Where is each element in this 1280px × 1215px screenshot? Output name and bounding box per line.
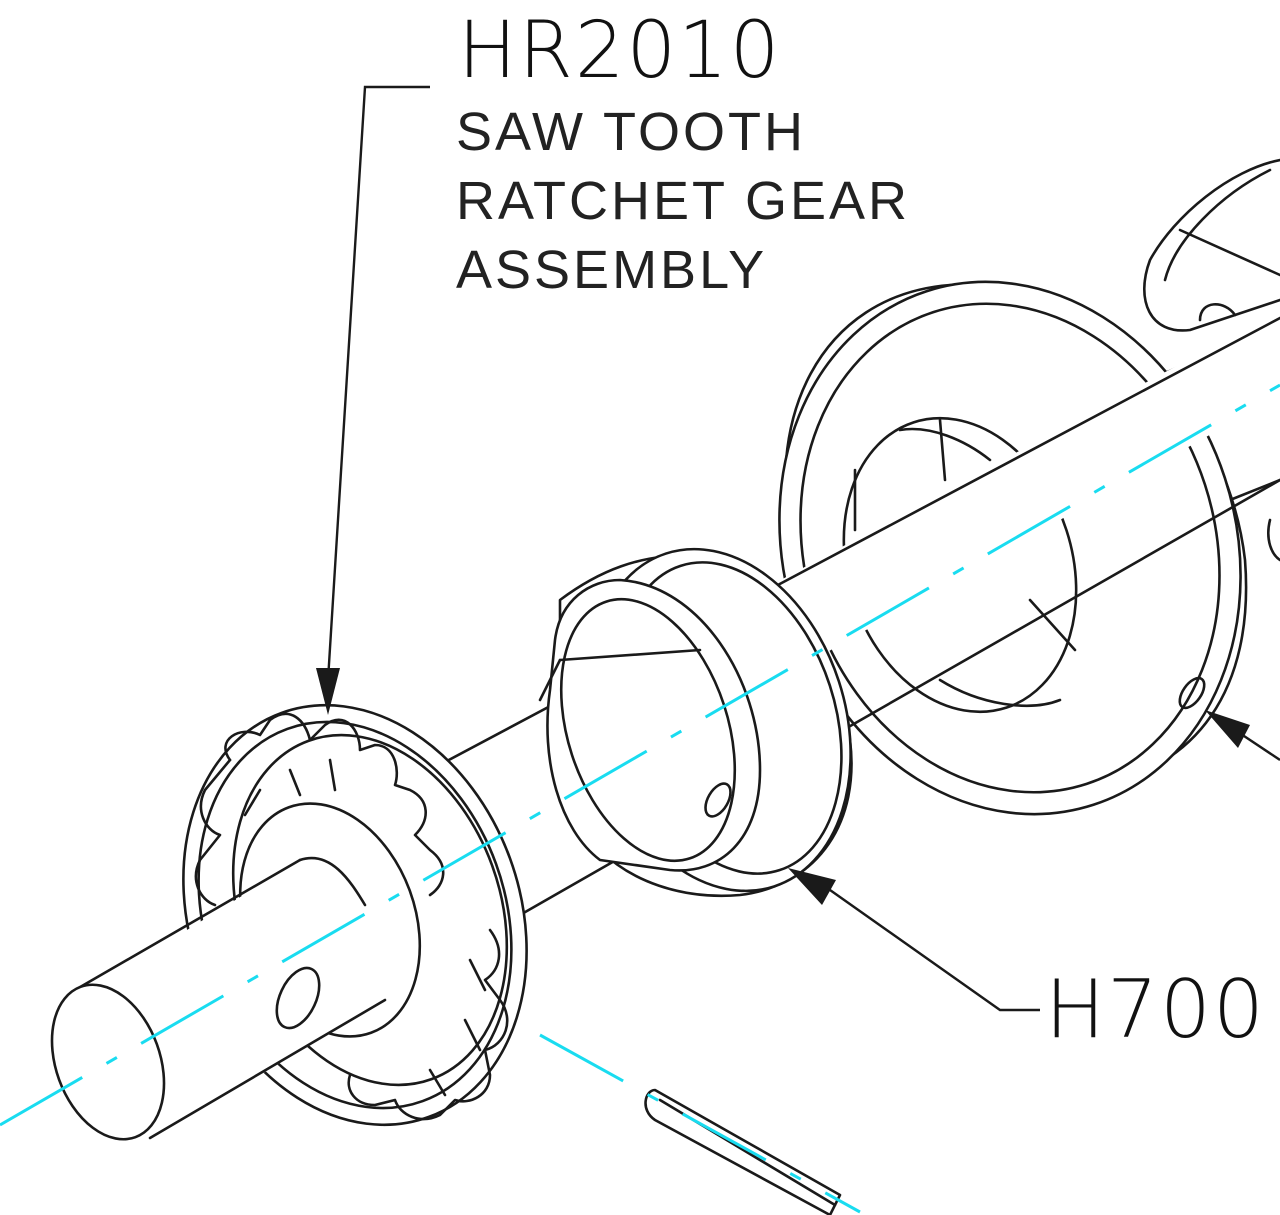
- description-line-2: RATCHET GEAR: [456, 171, 911, 231]
- collar-part: [538, 547, 853, 898]
- leader-hr2010: [316, 85, 430, 715]
- leader-h700: [788, 868, 1040, 1012]
- part-number-h700: H700: [1045, 963, 1266, 1056]
- pin-part: [644, 1088, 842, 1215]
- description-hr2010: SAW TOOTH RATCHET GEAR ASSEMBLY: [456, 98, 910, 305]
- description-line-3: ASSEMBLY: [456, 240, 768, 300]
- description-line-1: SAW TOOTH: [456, 102, 807, 162]
- leader-right-edge: [1205, 710, 1280, 761]
- centerline: [0, 383, 1280, 1214]
- part-number-hr2010: HR2010: [458, 6, 782, 96]
